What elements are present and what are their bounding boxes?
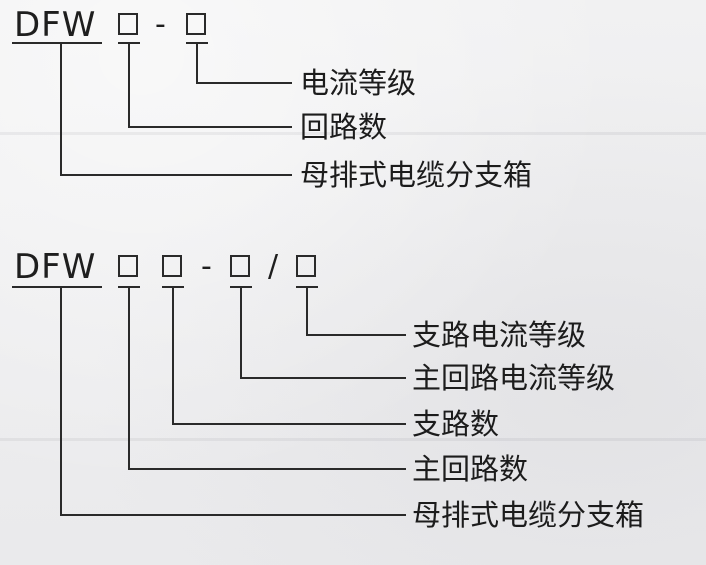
leader-line-type xyxy=(60,286,62,516)
placeholder-box-main-current xyxy=(230,255,250,277)
label-current-level: 电流等级 xyxy=(300,66,417,100)
label-cabinet-type: 母排式电缆分支箱 xyxy=(300,158,533,192)
leader-line-current xyxy=(196,82,292,84)
prefix-underline xyxy=(12,286,102,288)
leader-line-branch-count xyxy=(172,423,406,425)
leader-line-main-current xyxy=(240,286,242,379)
placeholder-box-main-circuits xyxy=(118,255,138,277)
label-cabinet-type: 母排式电缆分支箱 xyxy=(412,498,645,532)
leader-line-branch-current xyxy=(306,286,308,336)
leader-line-circuits xyxy=(128,42,130,128)
leader-line-main-current xyxy=(240,377,406,379)
leader-line-type xyxy=(60,42,62,176)
leader-line-type xyxy=(60,174,292,176)
prefix-underline xyxy=(12,42,102,44)
leader-line-branch-current xyxy=(306,334,406,336)
model-prefix: DFW xyxy=(14,247,97,287)
background-band xyxy=(0,438,706,441)
dash-separator: - xyxy=(201,249,212,284)
slash-separator: / xyxy=(268,249,279,284)
model-prefix: DFW xyxy=(14,5,97,45)
leader-line-current xyxy=(196,42,198,84)
placeholder-box-branches xyxy=(162,255,182,277)
leader-line-main-count xyxy=(128,468,406,470)
dash-separator: - xyxy=(155,7,166,42)
placeholder-box-current xyxy=(186,13,206,35)
label-branch-count: 支路数 xyxy=(412,407,500,441)
placeholder-box-circuits xyxy=(118,13,138,35)
label-branch-current-level: 支路电流等级 xyxy=(412,318,587,352)
label-main-current-level: 主回路电流等级 xyxy=(412,361,616,395)
label-main-circuit-count: 主回路数 xyxy=(412,452,529,486)
leader-line-circuits xyxy=(128,126,292,128)
leader-line-type xyxy=(60,514,406,516)
placeholder-box-branch-current xyxy=(296,255,316,277)
label-circuit-count: 回路数 xyxy=(300,110,388,144)
background-band xyxy=(0,132,706,135)
leader-line-branch-count xyxy=(172,286,174,425)
leader-line-main-count xyxy=(128,286,130,470)
